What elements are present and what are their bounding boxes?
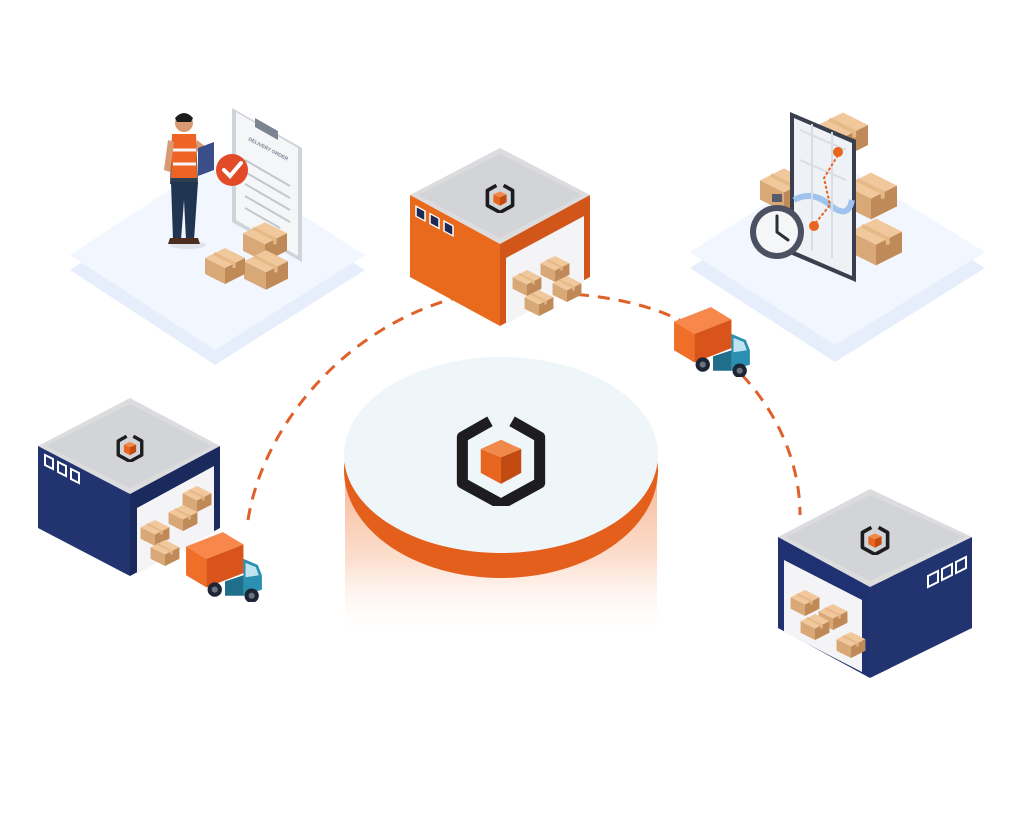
checkmark-badge-icon — [216, 154, 248, 186]
smartphone-map-icon — [760, 112, 902, 282]
warehouse-icon-right — [778, 489, 972, 678]
stopwatch-icon — [750, 194, 804, 259]
worker-icon — [164, 113, 214, 249]
warehouse-icon-left — [38, 398, 220, 576]
warehouse-icon-top — [410, 148, 590, 326]
delivery-truck-icon — [674, 307, 750, 377]
central-hub — [344, 357, 658, 640]
clipboard-icon: DELIVERY ORDER — [232, 108, 302, 262]
delivery-truck-icon — [186, 532, 262, 602]
